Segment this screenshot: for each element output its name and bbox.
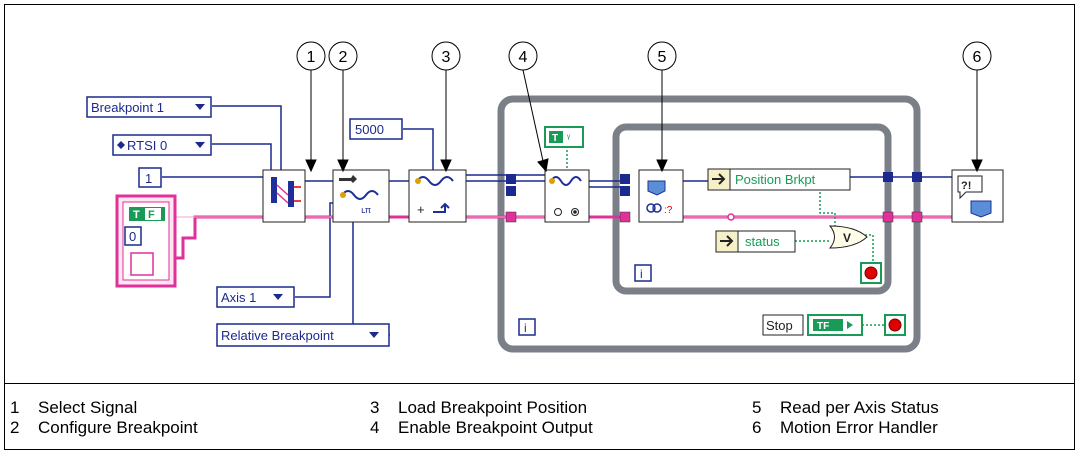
chevron-down-icon [195,104,205,110]
inner-iteration-terminal: i [634,264,652,282]
diagram-frame [4,4,1075,450]
svg-text:5000: 5000 [355,122,384,137]
inner-while-loop [612,123,892,295]
callout-6: 6 [973,49,982,66]
motion-error-handler-vi[interactable]: ?! [951,169,1004,223]
block-diagram: Breakpoint 1 RTSI 0 1 T F 0 5000 Axis 1 … [86,41,1004,353]
outer-stop-terminal [884,314,906,336]
callout-2: 2 [339,49,348,66]
svg-text:Axis 1: Axis 1 [221,290,256,305]
chevron-down-icon [273,294,283,300]
chevron-down-icon [195,142,205,148]
svg-text:ᵞ: ᵞ [567,133,571,144]
load-breakpoint-position-vi[interactable]: + [408,169,467,223]
error-cluster-constant[interactable]: T F 0 [115,194,177,288]
callout-numbers: 1 2 3 4 5 6 [307,49,982,66]
stop-bool-terminal: TF [807,314,863,336]
position-brkpt-indicator: Position Brkpt [707,168,851,191]
svg-text:0: 0 [129,229,136,244]
enable-breakpoint-output-vi[interactable] [544,169,590,223]
ring-arrows-icon [117,141,125,149]
outer-while-loop [497,95,921,353]
or-gate: V [828,225,868,249]
select-signal-vi[interactable] [262,169,306,223]
svg-text:V: V [843,231,851,245]
callout-4: 4 [519,49,528,66]
value-1-constant[interactable]: 1 [138,167,162,188]
breakpoint-select-label: Breakpoint 1 [91,100,164,115]
rtsi-label: RTSI 0 [127,138,167,153]
breakpoint-select-control[interactable]: Breakpoint 1 [86,96,212,118]
mode-select-control[interactable]: Relative Breakpoint [216,323,390,347]
speech-bubble-icon [957,175,983,200]
callouts [296,41,992,173]
svg-text:1: 1 [145,171,152,186]
svg-text:Stop: Stop [766,318,793,333]
axis-select-control[interactable]: Axis 1 [216,286,295,308]
enable-bool-constant[interactable]: T ᵞ [544,126,584,148]
svg-text:ւπ: ւπ [361,205,371,215]
svg-text:T: T [552,133,558,144]
stop-button-control[interactable]: Stop [762,314,804,336]
legend-separator [4,383,1075,384]
outer-iteration-terminal: i [518,318,536,336]
rtsi-control[interactable]: RTSI 0 [112,134,212,156]
callout-5: 5 [658,49,667,66]
callout-3: 3 [442,49,451,66]
svg-text:TF: TF [817,321,829,332]
svg-text:Relative Breakpoint: Relative Breakpoint [221,328,334,343]
read-per-axis-status-vi[interactable]: :? [638,169,684,223]
inner-stop-terminal [860,262,882,284]
configure-breakpoint-vi[interactable]: ւπ [332,169,390,223]
value-5000-constant[interactable]: 5000 [349,118,403,140]
svg-text:status: status [745,234,780,249]
motor-icon [647,180,666,196]
svg-text:?!: ?! [961,180,971,192]
svg-text:Position Brkpt: Position Brkpt [735,172,816,187]
svg-text:F: F [148,209,155,221]
bool-wires [566,150,885,326]
wrench-icon [339,175,357,183]
svg-text::?: :? [664,205,673,216]
status-indicator: status [715,230,796,253]
callout-1: 1 [307,49,316,66]
chevron-down-icon [369,332,379,338]
svg-text:i: i [524,321,527,335]
svg-text:T: T [133,209,140,221]
svg-text:i: i [640,267,643,281]
loop-tunnels [505,172,923,223]
svg-text:+: + [417,202,425,217]
